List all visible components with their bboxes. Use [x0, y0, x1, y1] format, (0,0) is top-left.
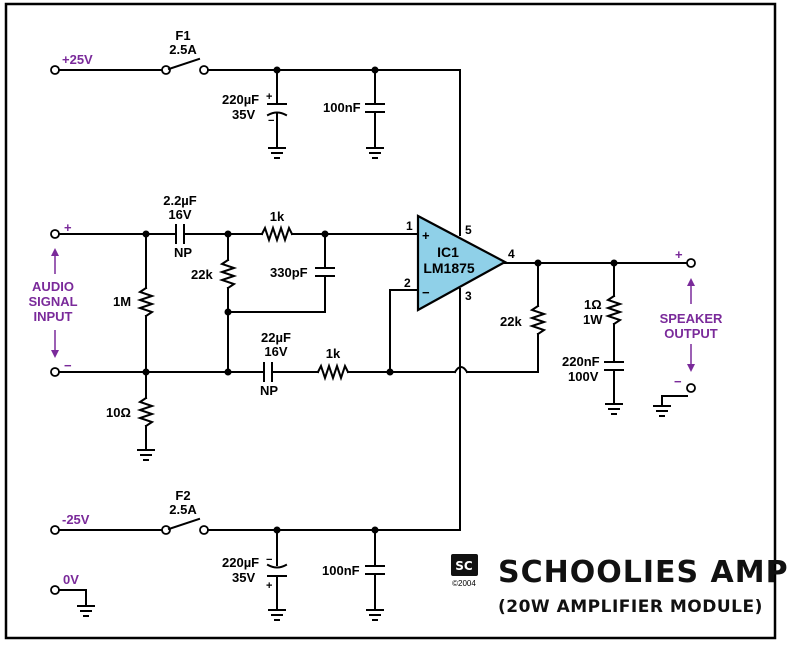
ic-pin5: 5 — [465, 223, 472, 237]
r-1k-fb-value: 1k — [326, 346, 341, 361]
c-pos-elec-value: 220µF — [222, 92, 259, 107]
r-zobel-value: 1Ω — [584, 297, 602, 312]
c-in-voltage: 16V — [168, 207, 191, 222]
ic-pin1: 1 — [406, 219, 413, 233]
neg-rail-terminal[interactable] — [50, 525, 60, 535]
r-22k-fb-value: 22k — [500, 314, 522, 329]
c-pos-film-value: 100nF — [323, 100, 361, 115]
title: SCHOOLIES AMP — [498, 555, 789, 590]
input-minus-terminal[interactable] — [50, 367, 60, 377]
neg-rail: -25V F2 2.5A − + 220µF 35V 100nF — [50, 488, 461, 621]
opamp-ic1: + − IC1 LM1875 1 2 3 4 5 — [404, 214, 515, 531]
gnd-terminal[interactable] — [50, 585, 60, 595]
fuse-f2 — [167, 517, 201, 531]
output-minus: − — [674, 374, 682, 389]
ic-part: LM1875 — [423, 260, 475, 276]
r-22k-in-value: 22k — [191, 267, 213, 282]
input-section: + − AUDIO SIGNAL INPUT 2.2µF 16V NP 1k 1… — [28, 193, 539, 461]
fuse-f2-ref: F2 — [175, 488, 190, 503]
pos-rail: +25V F1 2.5A + − 220µF 35V 100nF — [50, 28, 461, 236]
ic-pin4: 4 — [508, 247, 515, 261]
input-plus: + — [64, 220, 72, 235]
r-10-value: 10Ω — [106, 405, 131, 420]
r-1k-in-value: 1k — [270, 209, 285, 224]
c-fb-voltage: 16V — [264, 344, 287, 359]
c-zobel-value: 220nF — [562, 354, 600, 369]
pos-rail-label: +25V — [62, 52, 93, 67]
output-section: + 22k 1Ω 1W 220nF 100V − SPEAKER OUTPU — [500, 247, 723, 417]
ic-pin2: 2 — [404, 276, 411, 290]
fuse-f1-value: 2.5A — [169, 42, 197, 57]
c-pos-elec-voltage: 35V — [232, 107, 255, 122]
svg-text:−: − — [268, 115, 274, 127]
ic-pin3: 3 — [465, 289, 472, 303]
subtitle: (20W AMPLIFIER MODULE) — [498, 597, 763, 617]
c-neg-film-value: 100nF — [322, 563, 360, 578]
ic-plus: + — [422, 228, 430, 243]
input-minus: − — [64, 358, 72, 373]
input-label-1: AUDIO — [32, 279, 74, 294]
neg-rail-label: -25V — [62, 512, 90, 527]
gnd-rail: 0V — [50, 572, 95, 617]
fuse-f2-value: 2.5A — [169, 502, 197, 517]
fuse-f1 — [167, 57, 201, 71]
output-label-1: SPEAKER — [660, 311, 723, 326]
svg-text:−: − — [266, 554, 272, 566]
r-zobel-power: 1W — [583, 312, 603, 327]
sc-logo — [451, 554, 478, 576]
frame — [4, 2, 777, 640]
ic-minus: − — [422, 285, 430, 300]
c-zobel-voltage: 100V — [568, 369, 599, 384]
speaker-plus-terminal[interactable] — [686, 258, 696, 268]
svg-text:+: + — [266, 91, 272, 103]
fuse-f1-ref: F1 — [175, 28, 190, 43]
input-label-2: SIGNAL — [28, 294, 77, 309]
gnd-label: 0V — [63, 572, 79, 587]
c-330-value: 330pF — [270, 265, 308, 280]
svg-text:+: + — [266, 580, 272, 592]
c-fb-value: 22µF — [261, 330, 291, 345]
c-in-value: 2.2µF — [163, 193, 197, 208]
title-block: SC ©2004 SCHOOLIES AMP (20W AMPLIFIER MO… — [451, 554, 789, 617]
output-label-2: OUTPUT — [664, 326, 718, 341]
output-plus: + — [675, 247, 683, 262]
pos-rail-terminal[interactable] — [50, 65, 60, 75]
c-neg-elec-voltage: 35V — [232, 570, 255, 585]
input-plus-terminal[interactable] — [50, 229, 60, 239]
speaker-minus-terminal[interactable] — [686, 383, 696, 393]
copyright: ©2004 — [452, 579, 476, 588]
c-fb-type: NP — [260, 383, 278, 398]
c-in-type: NP — [174, 245, 192, 260]
c-neg-elec-value: 220µF — [222, 555, 259, 570]
input-label-3: INPUT — [34, 309, 73, 324]
sc-logo-text: SC — [455, 559, 473, 573]
r-1m-value: 1M — [113, 294, 131, 309]
ic-name: IC1 — [437, 244, 459, 260]
